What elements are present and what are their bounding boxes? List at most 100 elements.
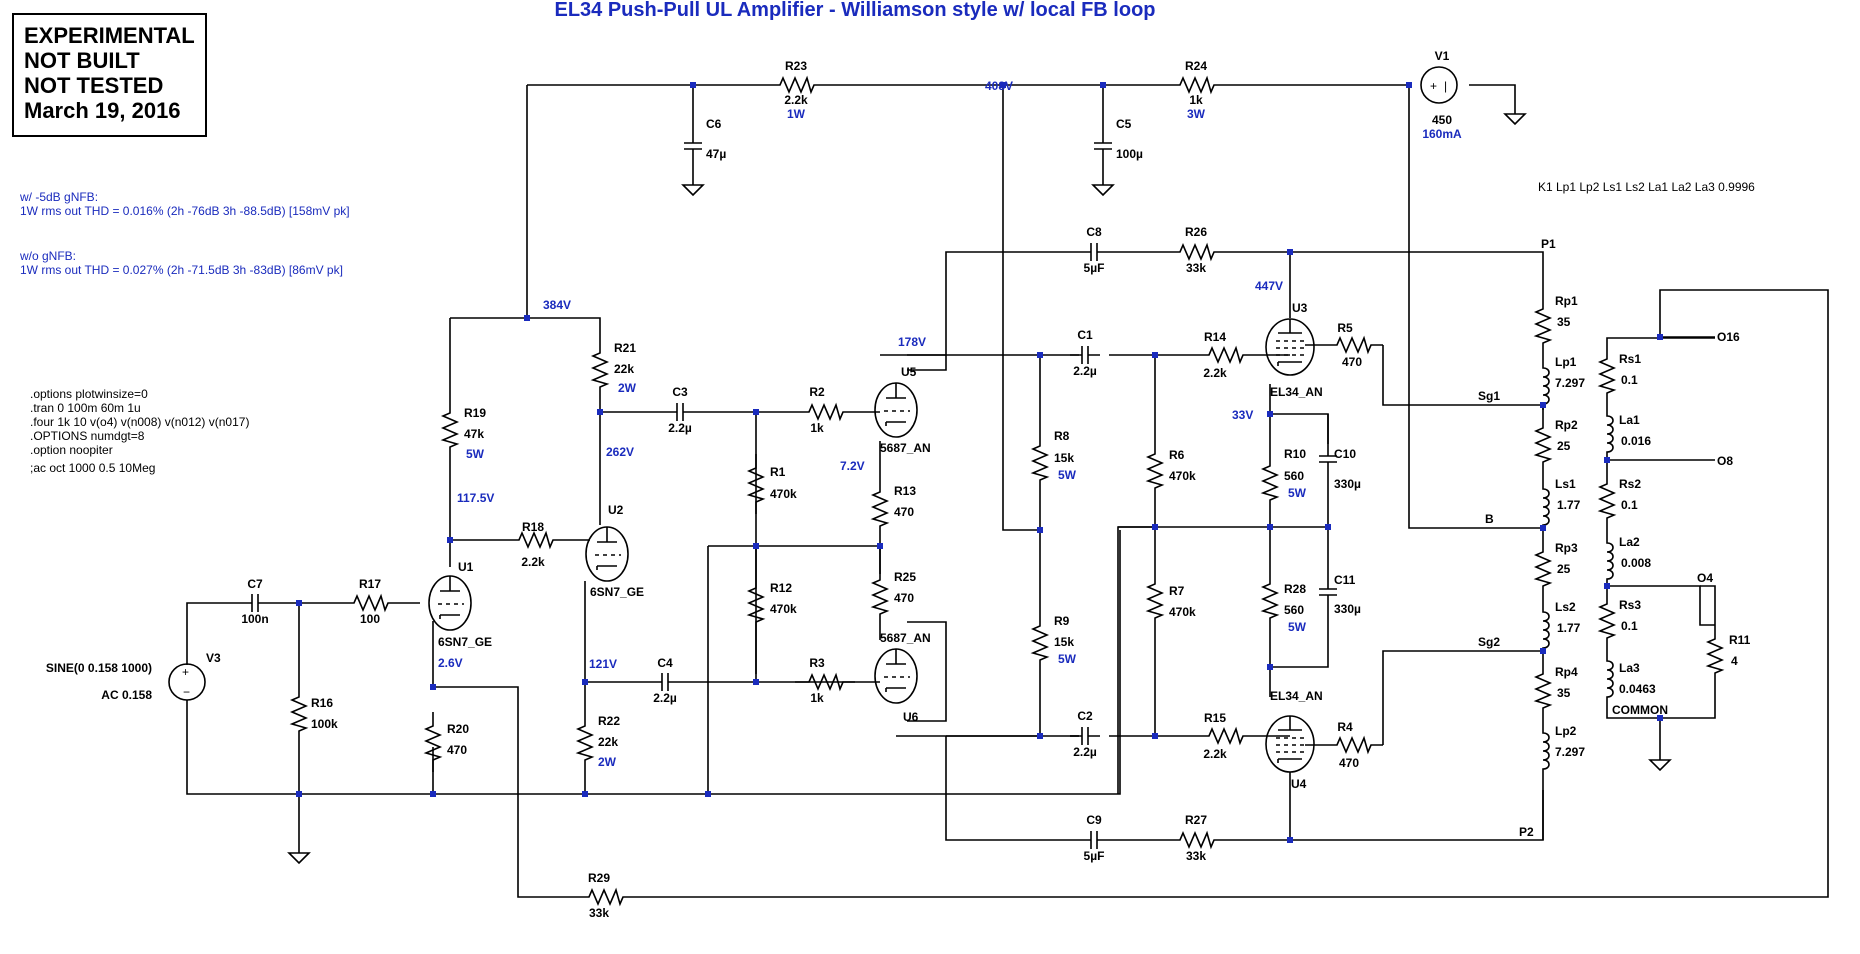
capacitor-c5[interactable]: C5 100µ bbox=[1092, 117, 1143, 196]
resistor-r8[interactable]: R8 15k 5W bbox=[1032, 429, 1077, 493]
resistor-r20[interactable]: R20 470 bbox=[425, 711, 469, 773]
r22-power: 2W bbox=[598, 755, 617, 769]
resistor-rp2[interactable]: Rp2 25 bbox=[1535, 413, 1578, 475]
resistor-r19[interactable]: R19 47k 5W bbox=[442, 398, 486, 461]
r25-value: 470 bbox=[894, 591, 914, 605]
c8-value: 5µF bbox=[1084, 261, 1105, 275]
net-common: COMMON bbox=[1612, 703, 1668, 717]
rp1-value: 35 bbox=[1557, 315, 1571, 329]
rp4-ref: Rp4 bbox=[1555, 665, 1578, 679]
resistor-r28[interactable]: R28 560 5W bbox=[1262, 569, 1307, 634]
resistor-rp3[interactable]: Rp3 25 bbox=[1535, 537, 1578, 599]
resistor-r12[interactable]: R12 470k bbox=[748, 573, 797, 635]
resistor-r13[interactable]: R13 470 bbox=[872, 477, 916, 539]
resistor-rp4[interactable]: Rp4 35 bbox=[1535, 659, 1578, 721]
r28-power: 5W bbox=[1288, 620, 1307, 634]
net-o16: O16 bbox=[1717, 330, 1740, 344]
resistor-r23[interactable]: R23 2.2k 1W bbox=[765, 59, 827, 121]
resistor-r1[interactable]: R1 470k bbox=[748, 453, 797, 515]
capacitor-c11[interactable]: C11 330µ bbox=[1318, 573, 1361, 616]
resistor-r16[interactable]: R16 100k bbox=[288, 682, 338, 864]
resistor-r3[interactable]: R3 1k bbox=[794, 656, 856, 705]
r19-ref: R19 bbox=[464, 406, 486, 420]
resistor-r14[interactable]: R14 2.2k bbox=[1194, 330, 1256, 380]
voltage-source-v3[interactable]: + − V3 SINE(0 0.158 1000) AC 0.158 bbox=[46, 651, 221, 702]
u1-ref: U1 bbox=[458, 560, 474, 574]
rs2-ref: Rs2 bbox=[1619, 477, 1641, 491]
inductor-lp2[interactable]: Lp2 7.297 bbox=[1542, 724, 1585, 776]
resistor-r21[interactable]: R21 22k 2W bbox=[592, 338, 637, 400]
gnfb-note-title: w/ -5dB gNFB: bbox=[19, 190, 98, 204]
v3-ac: AC 0.158 bbox=[101, 688, 152, 702]
r8-ref: R8 bbox=[1054, 429, 1070, 443]
c9-value: 5µF bbox=[1084, 849, 1105, 863]
tube-u4[interactable]: EL34_AN U4 bbox=[1265, 689, 1323, 791]
net-b: B bbox=[1485, 512, 1494, 526]
stamp-line-3: NOT TESTED bbox=[24, 73, 163, 98]
capacitor-c9[interactable]: C9 5µF bbox=[1078, 813, 1110, 863]
resistor-r7[interactable]: R7 470k bbox=[1147, 569, 1196, 631]
inductor-ls2[interactable]: Ls2 1.77 bbox=[1542, 600, 1581, 655]
resistor-r25[interactable]: R25 470 bbox=[872, 565, 916, 627]
capacitor-c2[interactable]: C2 2.2µ bbox=[1069, 709, 1101, 759]
voltage-178: 178V bbox=[898, 335, 926, 349]
voltage-source-v1[interactable]: + | V1 450 160mA bbox=[1420, 49, 1526, 141]
r12-value: 470k bbox=[770, 602, 797, 616]
resistor-r15[interactable]: R15 2.2k bbox=[1194, 711, 1256, 761]
inductor-la3[interactable]: La3 0.0463 bbox=[1606, 654, 1656, 704]
c11-value: 330µ bbox=[1334, 602, 1361, 616]
tube-u3[interactable]: U3 EL34_AN bbox=[1265, 301, 1323, 399]
capacitor-c1[interactable]: C1 2.2µ bbox=[1069, 328, 1101, 378]
r24-power: 3W bbox=[1187, 107, 1206, 121]
capacitor-c4[interactable]: C4 2.2µ bbox=[649, 656, 681, 705]
c6-value: 47µ bbox=[706, 147, 726, 161]
stamp-line-1: EXPERIMENTAL bbox=[24, 23, 195, 48]
r28-ref: R28 bbox=[1284, 582, 1306, 596]
resistor-r26[interactable]: R26 33k bbox=[1165, 225, 1227, 275]
r14-value: 2.2k bbox=[1203, 366, 1227, 380]
rp3-value: 25 bbox=[1557, 562, 1571, 576]
u5-ref: U5 bbox=[901, 365, 917, 379]
resistor-rs2[interactable]: Rs2 0.1 bbox=[1599, 469, 1641, 531]
capacitor-c10[interactable]: C10 330µ bbox=[1318, 443, 1361, 491]
resistor-r11[interactable]: R11 4 bbox=[1707, 624, 1751, 686]
capacitor-c6[interactable]: C6 47µ bbox=[682, 117, 726, 196]
r16-ref: R16 bbox=[311, 696, 333, 710]
resistor-r6[interactable]: R6 470k bbox=[1147, 439, 1196, 501]
tube-u2[interactable]: U2 6SN7_GE bbox=[585, 503, 644, 599]
resistor-r4[interactable]: R4 470 bbox=[1322, 720, 1384, 770]
resistor-r10[interactable]: R10 560 5W bbox=[1262, 447, 1307, 513]
capacitor-c7[interactable]: C7 100n bbox=[239, 577, 271, 626]
r4-ref: R4 bbox=[1337, 720, 1353, 734]
resistor-rs1[interactable]: Rs1 0.1 bbox=[1599, 344, 1641, 406]
r15-ref: R15 bbox=[1204, 711, 1226, 725]
resistor-r5[interactable]: R5 470 bbox=[1322, 321, 1384, 369]
resistor-r24[interactable]: R24 1k 3W bbox=[1165, 59, 1227, 121]
inductor-lp1[interactable]: Lp1 7.297 bbox=[1542, 355, 1585, 411]
resistor-r9[interactable]: R9 15k 5W bbox=[1032, 611, 1077, 673]
resistor-r18[interactable]: R18 2.2k bbox=[504, 520, 566, 569]
capacitor-c8[interactable]: C8 5µF bbox=[1078, 225, 1110, 275]
r10-power: 5W bbox=[1288, 486, 1307, 500]
resistor-r2[interactable]: R2 1k bbox=[794, 385, 856, 435]
tube-u5[interactable]: U5 5687_AN bbox=[874, 365, 931, 455]
r18-ref: R18 bbox=[522, 520, 544, 534]
capacitor-c3[interactable]: C3 2.2µ bbox=[664, 385, 696, 435]
resistor-r22[interactable]: R22 22k 2W bbox=[577, 711, 620, 773]
resistor-r29[interactable]: R29 33k bbox=[574, 871, 636, 920]
resistor-rp1[interactable]: Rp1 35 bbox=[1535, 294, 1578, 356]
r27-value: 33k bbox=[1186, 849, 1206, 863]
ls2-value: 1.77 bbox=[1557, 621, 1581, 635]
tube-u1[interactable]: U1 6SN7_GE bbox=[428, 560, 492, 649]
inductor-la1[interactable]: La1 0.016 bbox=[1606, 409, 1651, 459]
resistor-r27[interactable]: R27 33k bbox=[1165, 813, 1227, 863]
tube-u6[interactable]: 5687_AN U6 bbox=[874, 631, 931, 724]
resistor-r17[interactable]: R17 100 bbox=[339, 577, 401, 626]
gnfb-note-result: 1W rms out THD = 0.016% (2h -76dB 3h -88… bbox=[20, 204, 350, 218]
r26-ref: R26 bbox=[1185, 225, 1207, 239]
rp2-ref: Rp2 bbox=[1555, 418, 1578, 432]
inductor-ls1[interactable]: Ls1 1.77 bbox=[1542, 477, 1581, 532]
inductor-la2[interactable]: La2 0.008 bbox=[1606, 535, 1651, 586]
resistor-rs3[interactable]: Rs3 0.1 bbox=[1599, 589, 1641, 651]
c2-value: 2.2µ bbox=[1073, 745, 1097, 759]
